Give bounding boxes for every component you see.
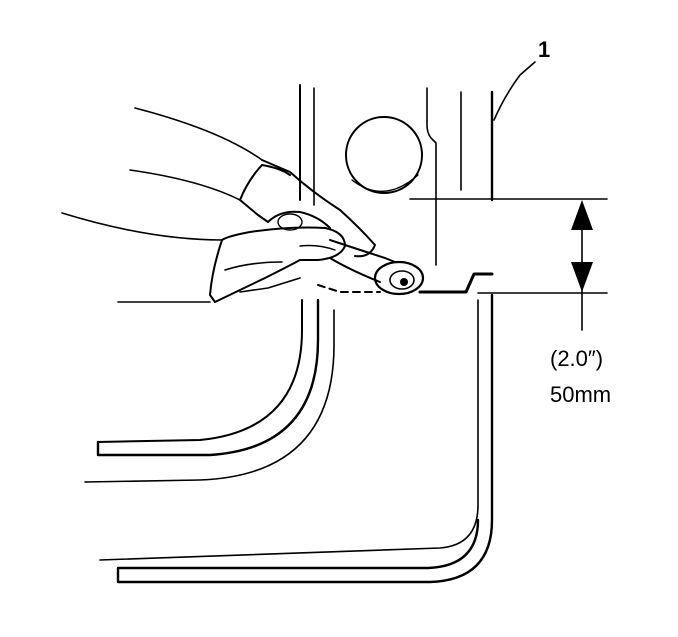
arrowhead-down: [571, 262, 593, 292]
cutting-wheel: [373, 260, 425, 296]
panel-frame: [84, 84, 494, 584]
dimension-imperial-label: (2.0″): [550, 346, 603, 371]
callout-number: 1: [538, 37, 550, 62]
dimension-metric-label: 50mm: [550, 382, 611, 407]
callout-leader: 1: [493, 37, 550, 121]
arrowhead-up: [571, 200, 593, 230]
hands-illustration: [61, 107, 376, 303]
access-hole: [345, 116, 423, 194]
cutting-tool: [317, 239, 425, 296]
dimension-indicator: (2.0″) 50mm: [409, 198, 611, 407]
